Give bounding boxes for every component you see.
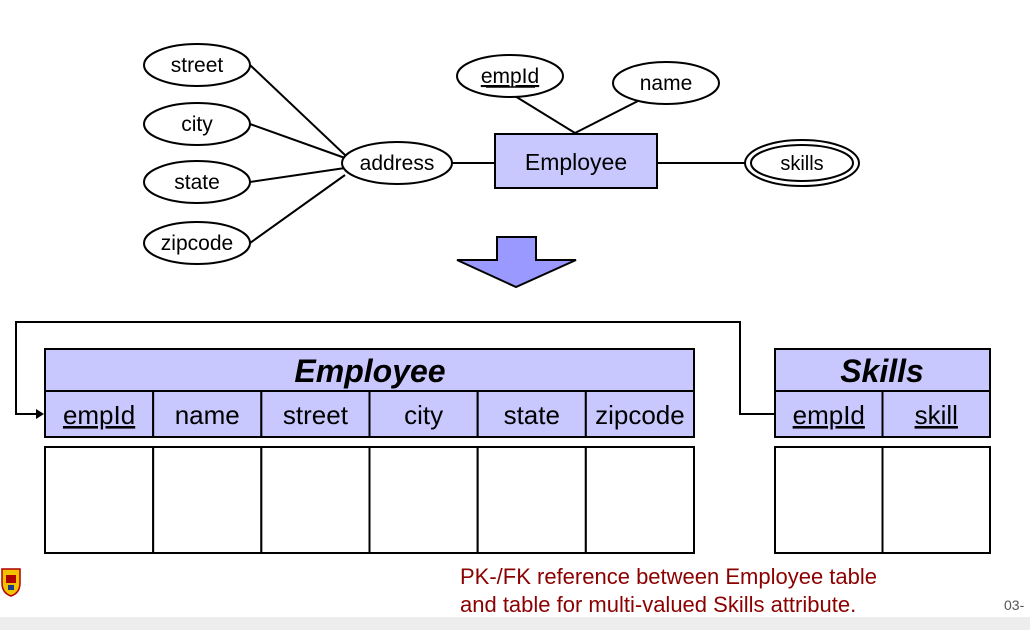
- er-diagram-canvas: street city state zipcode address empId …: [15, 43, 991, 554]
- employee-column-city: city: [404, 400, 443, 430]
- attr-zipcode: zipcode: [143, 221, 251, 265]
- er-connectors: [249, 64, 745, 244]
- skills-header-cell: [774, 390, 884, 438]
- skills-table: Skills empId skill: [774, 348, 991, 554]
- svg-text:city: city: [181, 113, 213, 136]
- employee-header-cell: [584, 390, 695, 438]
- line-zipcode-address: [249, 174, 346, 244]
- caption: PK-/FK reference between Employee table …: [460, 563, 877, 619]
- svg-text:skills: skills: [780, 153, 823, 175]
- svg-text:Employee: Employee: [525, 149, 627, 175]
- svg-text:state: state: [174, 171, 220, 194]
- university-logo-icon: [0, 567, 22, 597]
- skills-table-title: Skills: [840, 353, 924, 389]
- employee-table: Employee empId name street city state zipcode: [44, 348, 695, 554]
- attr-city: city: [143, 102, 251, 146]
- line-name-employee: [574, 99, 641, 134]
- employee-body-cell: [44, 446, 155, 554]
- svg-text:zipcode: zipcode: [161, 232, 233, 255]
- employee-body-cell: [260, 446, 371, 554]
- employee-body-cell: [152, 446, 263, 554]
- employee-column-street: street: [283, 400, 349, 430]
- attr-empid: empId: [456, 54, 564, 98]
- caption-line-1: PK-/FK reference between Employee table: [460, 564, 878, 589]
- employee-header-cell: [260, 390, 371, 438]
- employee-body-cell: [368, 446, 479, 554]
- attr-name: name: [612, 61, 720, 105]
- employee-column-state: state: [504, 400, 560, 430]
- arrowhead-icon: [36, 409, 44, 419]
- transform-arrow-icon: [456, 236, 577, 289]
- caption-line-2: and table for multi-valued Skills attrib…: [460, 592, 857, 617]
- attr-address: address: [341, 141, 453, 185]
- fk-reference-line: [15, 321, 775, 419]
- skills-column-skill: skill: [915, 400, 958, 430]
- svg-text:street: street: [171, 54, 224, 77]
- skills-column-empid: empId: [793, 400, 865, 430]
- employee-header-cell: [152, 390, 263, 438]
- svg-text:name: name: [640, 72, 693, 95]
- employee-header-cell: [368, 390, 479, 438]
- employee-column-empid: empId: [63, 400, 135, 430]
- line-state-address: [249, 167, 346, 183]
- line-city-address: [249, 123, 346, 159]
- attr-state: state: [143, 160, 251, 204]
- svg-text:empId: empId: [481, 65, 539, 88]
- skills-body-cell: [881, 446, 991, 554]
- skills-body-cell: [774, 446, 884, 554]
- employee-header-cell: [476, 390, 587, 438]
- employee-column-zipcode: zipcode: [595, 400, 685, 430]
- bottom-bar: [0, 617, 1030, 630]
- attr-skills-multivalued: skills: [744, 139, 860, 187]
- svg-text:address: address: [360, 152, 435, 175]
- employee-body-cell: [584, 446, 695, 554]
- slide-number: 03-: [1004, 597, 1025, 613]
- employee-header-cell: [44, 390, 155, 438]
- employee-body-cell: [476, 446, 587, 554]
- line-street-address: [249, 64, 346, 156]
- attr-street: street: [143, 43, 251, 87]
- skills-header-cell: [881, 390, 991, 438]
- employee-table-title: Employee: [294, 353, 445, 389]
- entity-employee: Employee: [494, 133, 658, 189]
- employee-column-name: name: [175, 400, 240, 430]
- line-empid-employee: [509, 92, 576, 134]
